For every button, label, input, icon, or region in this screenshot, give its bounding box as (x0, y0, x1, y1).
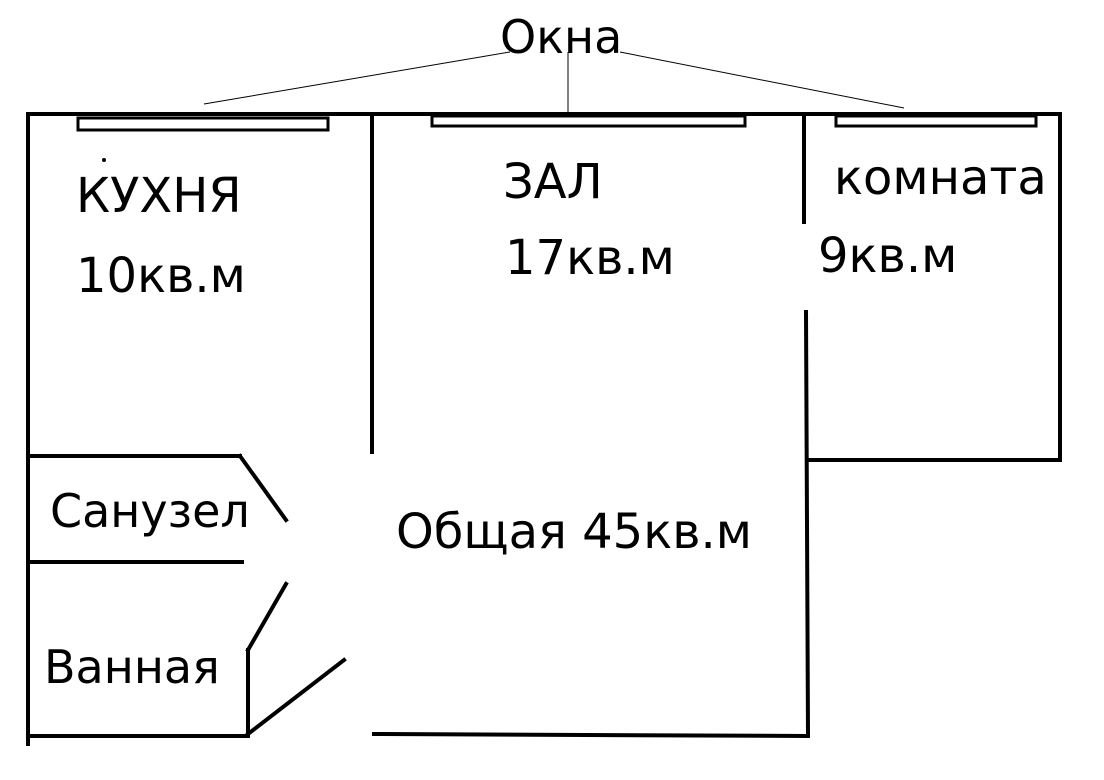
bath-door-wall (245, 581, 289, 653)
window-pointer-left (203, 51, 511, 105)
stray-dot (102, 158, 106, 162)
windows-label: Окна (500, 10, 623, 64)
window-pointer-right (619, 51, 905, 109)
hall-name: ЗАЛ (503, 154, 603, 210)
bath-name: Ванная (44, 640, 220, 694)
room-area: 9кв.м (818, 228, 958, 284)
wc-name: Санузел (50, 484, 250, 538)
kitchen-name: КУХНЯ (76, 168, 242, 224)
room-name: комната (834, 150, 1047, 206)
hall-bottom-wall (371, 731, 811, 739)
hall-room-partition-lower (803, 309, 811, 739)
wc-door-wall (237, 453, 289, 523)
bath-diagonal-wall (245, 657, 347, 737)
hall-window (430, 114, 747, 128)
kitchen-area: 10кв.м (76, 248, 246, 304)
hall-area: 17кв.м (505, 230, 675, 286)
room-window (834, 114, 1038, 128)
total-area: Общая 45кв.м (396, 504, 752, 560)
kitchen-window (76, 116, 330, 132)
